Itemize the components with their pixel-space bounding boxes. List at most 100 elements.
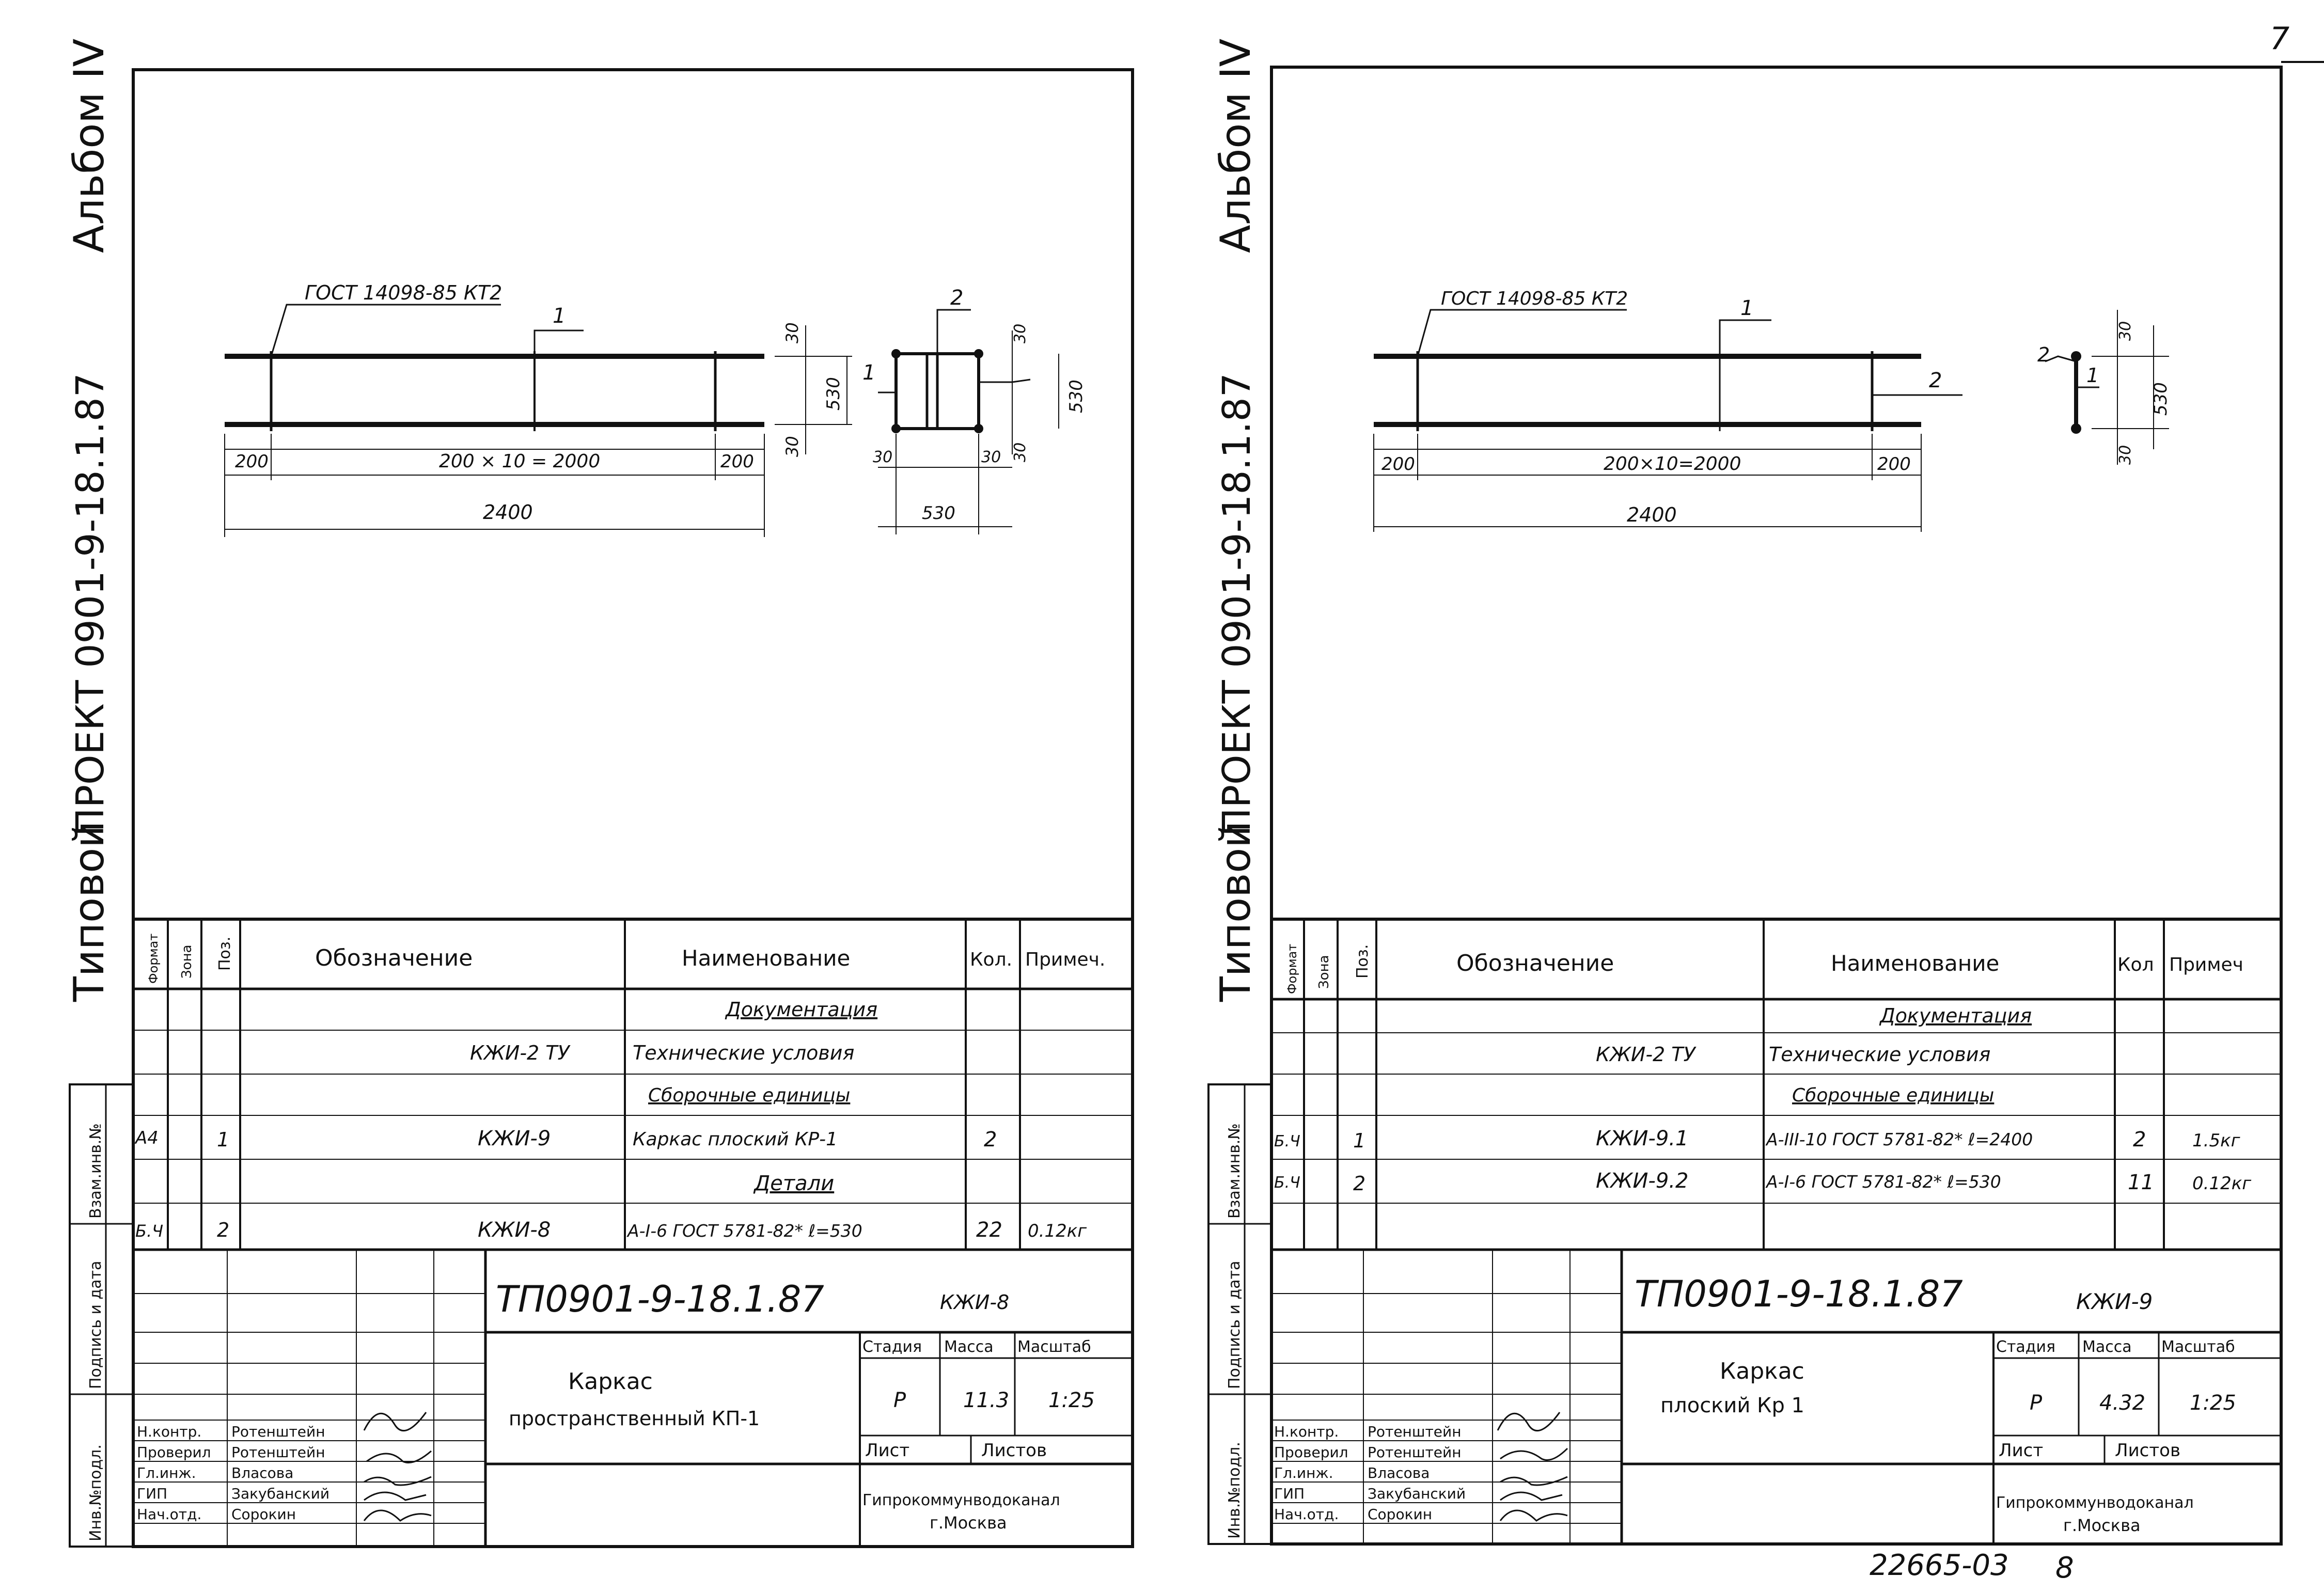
right-tb-doc-code: КЖИ-9	[2076, 1289, 2153, 1314]
right-dim-2000: 200×10=2000	[1604, 453, 1741, 475]
left-hdr-qty: Кол.	[970, 949, 1012, 970]
left-tb-name2: пространственный КП-1	[509, 1407, 760, 1430]
table-row-cell: 11	[2128, 1171, 2154, 1194]
left-role-2: Гл.инж.	[137, 1464, 196, 1481]
left-hdr-des: Обозначение	[315, 945, 473, 971]
right-section: 2 1 30 530 30	[2037, 310, 2171, 465]
right-name-4: Сорокин	[1368, 1506, 1432, 1523]
right-sec-30a: 30	[2116, 321, 2134, 341]
left-role-4: Нач.отд.	[137, 1506, 201, 1523]
table-row-cell: Б.Ч	[135, 1221, 163, 1241]
table-row-cell: 0.12кг	[1028, 1221, 1087, 1241]
table-row-cell: КЖИ-9	[478, 1127, 551, 1150]
right-role-0: Н.контр.	[1274, 1423, 1339, 1440]
left-sec-pos-2: 2	[950, 286, 963, 310]
left-pos-1: 1	[553, 304, 566, 328]
left-gost-label: ГОСТ 14098-85 КТ2	[305, 281, 502, 304]
left-name-2: Власова	[231, 1464, 293, 1481]
left-tb-stage: Р	[893, 1389, 906, 1412]
right-spec-rows: Документация КЖИ-2 ТУ Технические услови…	[1274, 1004, 2252, 1195]
left-frame	[132, 68, 1134, 1548]
left-tb-org1: Гипрокоммунводоканал	[862, 1491, 1060, 1509]
left-role-3: ГИП	[137, 1485, 167, 1502]
table-row-cell: 2	[1353, 1172, 1365, 1195]
table-row-cell: КЖИ-9.2	[1596, 1169, 1688, 1193]
right-frame	[1270, 66, 2283, 1546]
right-tb-scale-label: Масштаб	[2161, 1338, 2235, 1356]
right-elevation: ГОСТ 14098-85 КТ2 1 2 200 200×10=2000 20…	[1373, 288, 1962, 532]
left-side-type: Типовой	[65, 821, 113, 1002]
left-dim-200b: 200	[720, 451, 754, 472]
left-name-0: Ротенштейн	[231, 1423, 325, 1440]
table-row-cell: Документация	[725, 998, 877, 1021]
right-stamp-sign: Подпись и дата	[1226, 1261, 1244, 1390]
left-spec-table: Формат Зона Поз. Обозначение Наименовани…	[133, 918, 1133, 1251]
right-tb-mass-label: Масса	[2082, 1338, 2132, 1356]
right-tb-stage-label: Стадия	[1996, 1338, 2055, 1356]
right-pos-2: 2	[1929, 369, 1942, 392]
table-row-cell: Детали	[753, 1172, 834, 1195]
left-dim-530: 530	[823, 377, 844, 411]
left-sheet: Альбом IV ПРОЕКТ 0901-9-18.1.87 Типовой …	[65, 38, 1134, 1548]
table-row-cell: 2	[984, 1128, 997, 1152]
right-side-album: Альбом IV	[1212, 38, 1260, 253]
right-tb-org1: Гипрокоммунводоканал	[1996, 1494, 2194, 1512]
left-hdr-pos: Поз.	[216, 937, 234, 971]
right-hdr-format: Формат	[1285, 944, 1299, 994]
left-stamp-vzam: Взам.инв.№	[87, 1123, 105, 1219]
right-title-block: ТП0901-9-18.1.87 КЖИ-9 Каркас плоский Кр…	[1270, 1250, 2281, 1544]
table-row-cell: 1	[217, 1128, 229, 1151]
right-sec-30b: 30	[2116, 445, 2134, 465]
right-spec-table: Формат Зона Поз. Обозначение Наименовани…	[1271, 918, 2281, 1251]
left-hdr-note: Примеч.	[1025, 949, 1105, 970]
table-row-cell: Каркас плоский КР-1	[633, 1129, 838, 1150]
left-hdr-format: Формат	[146, 934, 161, 984]
right-role-4: Нач.отд.	[1274, 1506, 1339, 1523]
left-tb-stage-label: Стадия	[862, 1338, 922, 1356]
bottom-sheet-number: 8	[2055, 1551, 2074, 1585]
table-row-cell: КЖИ-2 ТУ	[1596, 1043, 1697, 1066]
right-hdr-zone: Зона	[1316, 955, 1332, 989]
left-title-block: ТП0901-9-18.1.87 КЖИ-8 Каркас пространст…	[133, 1250, 1133, 1547]
left-name-4: Сорокин	[231, 1506, 296, 1523]
right-sec-pos-1: 1	[2086, 364, 2099, 387]
right-dim-2400: 2400	[1627, 503, 1677, 526]
left-stamp-strip	[69, 1083, 134, 1548]
left-sec-530v: 530	[1066, 380, 1087, 413]
table-row-cell: А-I-6 ГОСТ 5781-82* ℓ=530	[1765, 1172, 2001, 1192]
table-row-cell: Сборочные единицы	[648, 1085, 850, 1106]
signature	[363, 1412, 432, 1522]
left-elevation: ГОСТ 14098-85 КТ2 1 200 200 × 10 = 2000 …	[224, 281, 852, 537]
left-section: 2 1 30 530 30 30 30 530	[862, 286, 1087, 534]
right-side-type: Типовой	[1212, 821, 1260, 1002]
page-number: 7	[2270, 21, 2289, 57]
left-sec-pos-1: 1	[862, 361, 875, 385]
right-gost-label: ГОСТ 14098-85 КТ2	[1441, 288, 1628, 309]
right-tb-scale: 1:25	[2190, 1391, 2236, 1415]
left-sec-30a: 30	[1011, 324, 1029, 343]
right-pos-1: 1	[1740, 296, 1753, 320]
left-hdr-zone: Зона	[179, 944, 195, 979]
table-row-cell: КЖИ-2 ТУ	[470, 1042, 571, 1064]
left-side-album: Альбом IV	[65, 38, 113, 253]
right-dim-200a: 200	[1381, 454, 1415, 475]
left-tb-sheet: Лист	[865, 1440, 909, 1461]
right-sec-pos-2: 2	[2037, 343, 2050, 366]
right-stamp-inv: Инв.№подл.	[1226, 1442, 1244, 1539]
left-tb-org2: г.Москва	[930, 1513, 1007, 1533]
left-tb-name1: Каркас	[568, 1368, 653, 1395]
table-row-cell: 2	[2133, 1128, 2146, 1152]
left-dim-200a: 200	[235, 451, 269, 472]
table-row-cell: 1.5кг	[2192, 1130, 2241, 1151]
left-name-3: Закубанский	[231, 1485, 329, 1502]
right-name-3: Закубанский	[1368, 1485, 1466, 1502]
right-side-project: ПРОЕКТ 0901-9-18.1.87	[1215, 373, 1259, 837]
right-stamp-vzam: Взам.инв.№	[1226, 1123, 1244, 1219]
right-dim-200b: 200	[1877, 454, 1911, 475]
left-role-0: Н.контр.	[137, 1423, 201, 1440]
table-row-cell: 1	[1353, 1129, 1365, 1152]
right-tb-stage: Р	[2030, 1391, 2043, 1415]
bottom-stamp: 22665-03	[1870, 1549, 2009, 1582]
left-dim-30a: 30	[782, 322, 802, 343]
